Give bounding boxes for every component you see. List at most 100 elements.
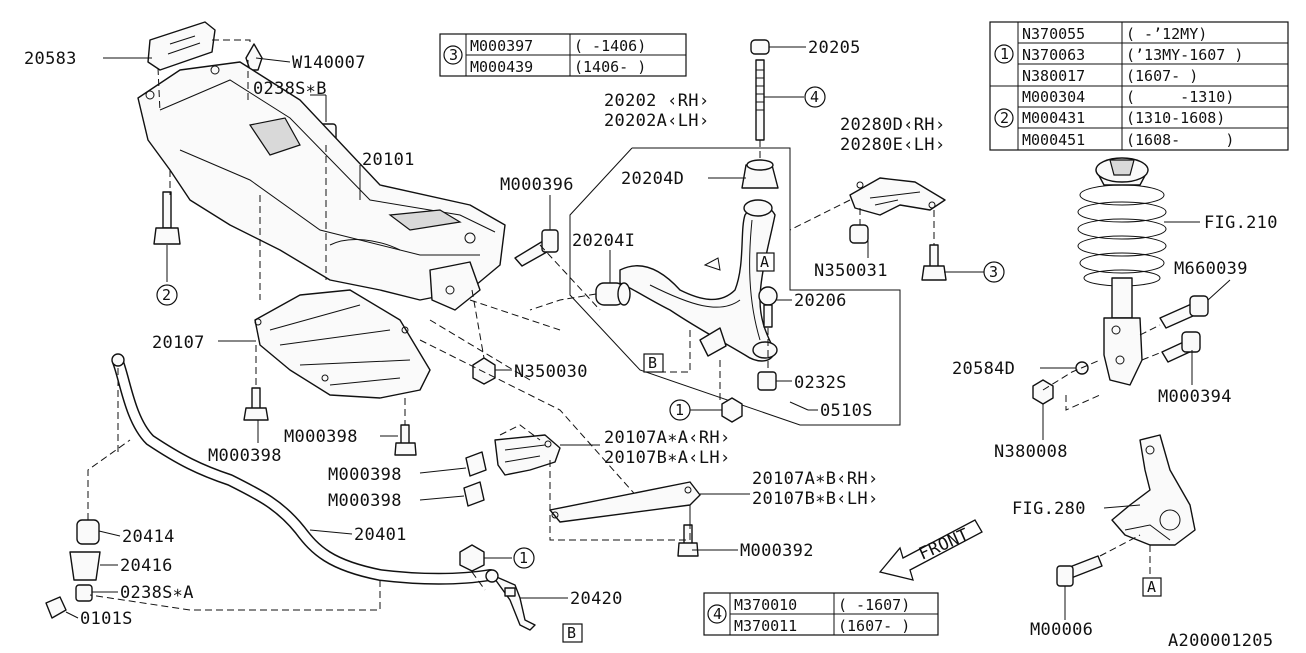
label-n380008: N380008 — [994, 442, 1068, 462]
label-20414: 20414 — [122, 527, 175, 547]
table-2-key: 2 — [1000, 109, 1009, 127]
label-0238sa: 0238S∗A — [120, 583, 194, 603]
lower-arm-group — [529, 39, 901, 426]
crossmember-group — [137, 21, 559, 456]
label-m000398-c: M000398 — [328, 465, 402, 485]
label-20107bb-lh: 20107B∗B‹LH› — [752, 489, 878, 509]
bolt-m000398-c — [465, 451, 487, 477]
bolt-0101s — [45, 596, 67, 619]
label-20280d: 20280D‹RH› — [840, 115, 945, 135]
label-20584d: 20584D — [952, 359, 1015, 379]
label-20206: 20206 — [794, 291, 847, 311]
nut-n350031 — [849, 224, 869, 244]
bolt-crossmember-left — [162, 191, 172, 229]
strut-group — [1032, 157, 1209, 587]
nut-0232s — [757, 371, 777, 391]
support-bracket-group — [789, 177, 947, 281]
table-1-row-3-part: N380017 — [1022, 67, 1085, 85]
table-3-row-1-part: M000397 — [470, 37, 533, 55]
table-4-key: 4 — [713, 605, 722, 623]
label-m000398-a: M000398 — [284, 427, 358, 447]
bolt-m000398-b — [394, 442, 417, 456]
label-20583: 20583 — [24, 49, 77, 69]
bracket-20416 — [69, 551, 101, 581]
label-fig210: FIG.210 — [1204, 213, 1278, 233]
label-drawing-id: A200001205 — [1168, 631, 1273, 651]
table-1-row-3-range: (1607- ) — [1126, 67, 1198, 85]
callout-4-text: 4 — [810, 88, 819, 106]
table-2-row-2-range: (1310-1608) — [1126, 109, 1225, 127]
callout-2-circle — [156, 284, 178, 306]
callout-1-text-b: 1 — [519, 549, 528, 567]
bushing-20414 — [76, 519, 100, 545]
bolt-m000398-d — [463, 481, 485, 507]
link-20420 — [491, 574, 536, 631]
nut-0238sa — [75, 584, 93, 602]
label-m000394: M000394 — [1158, 387, 1232, 407]
table-1-row-2-part: N370063 — [1022, 46, 1085, 64]
table-1-row-2-range: (’13MY-1607 ) — [1126, 46, 1243, 64]
table-3-row-2-range: (1406- ) — [574, 58, 646, 76]
table-4-row-1-part: M370010 — [734, 596, 797, 614]
bolt-3 — [921, 265, 947, 281]
callout-1-circle-b — [513, 547, 535, 569]
table-3-row-1-range: ( -1406) — [574, 37, 646, 55]
callout-1-circle-a — [669, 399, 691, 421]
brace-20107a-a — [494, 434, 561, 476]
table-1-2: 1 N370055 ( -’12MY) N370063 (’13MY-1607 … — [989, 21, 1289, 151]
leader-lines — [65, 46, 1231, 620]
table-2-row-2-part: M000431 — [1022, 109, 1085, 127]
ball-joint-20206 — [758, 286, 778, 306]
ref-b-text-1: B — [648, 354, 657, 372]
label-m000392: M000392 — [740, 541, 814, 561]
label-20420: 20420 — [570, 589, 623, 609]
nut-lower-arm — [721, 397, 743, 423]
nut-n380008 — [1032, 379, 1054, 405]
label-n350031: N350031 — [814, 261, 888, 281]
callout-3-circle — [983, 261, 1005, 283]
table-4-row-2-part: M370011 — [734, 617, 797, 635]
label-0101s: 0101S — [80, 609, 133, 629]
table-1-row-1-part: N370055 — [1022, 25, 1085, 43]
label-20202-rh: 20202 ‹RH› — [604, 91, 709, 111]
front-label: FRONT — [916, 525, 972, 565]
coil-spring — [1077, 184, 1167, 287]
label-20401: 20401 — [354, 525, 407, 545]
bolt-m000392 — [677, 542, 699, 557]
label-20107ba-lh: 20107B∗A‹LH› — [604, 448, 730, 468]
brace-20107a-b — [549, 481, 701, 523]
stabilizer-group — [45, 353, 536, 631]
bolt-4 — [755, 59, 765, 141]
label-20107aa-rh: 20107A∗A‹RH› — [604, 428, 730, 448]
lower-arm-20202 — [619, 204, 776, 362]
table-4-row-1-range: ( -1607) — [838, 596, 910, 614]
table-4-row-2-range: (1607- ) — [838, 617, 910, 635]
label-fig280: FIG.280 — [1012, 499, 1086, 519]
strut-bracket — [1103, 317, 1143, 386]
nut-20420-top — [459, 544, 485, 572]
plate-20107 — [254, 289, 431, 399]
callout-4-circle — [804, 86, 826, 108]
table-3-key: 3 — [449, 46, 458, 64]
table-1-key-circle — [994, 44, 1014, 64]
label-w140007: W140007 — [292, 53, 366, 73]
label-m000398-b: M000398 — [208, 446, 282, 466]
table-4: 4 M370010 ( -1607) M370011 (1607- ) — [703, 592, 939, 636]
label-0510s: 0510S — [820, 401, 873, 421]
front-arrow: FRONT — [878, 519, 983, 581]
ref-b-box-1 — [643, 353, 664, 373]
label-20205: 20205 — [808, 38, 861, 58]
table-3-key-circle — [443, 45, 463, 65]
brace-group — [463, 424, 701, 557]
ref-a-text-1: A — [760, 253, 769, 271]
label-20107: 20107 — [152, 333, 205, 353]
label-20280e: 20280E‹LH› — [840, 135, 945, 155]
reference-boxes: A B B A — [562, 252, 1162, 643]
ref-b-box-2 — [562, 623, 583, 643]
table-1-key: 1 — [1000, 45, 1009, 63]
label-m000398-d: M000398 — [328, 491, 402, 511]
part-labels: 20583 W140007 0238S∗B 20101 20107 N35003… — [24, 38, 1278, 651]
ref-a-box-1 — [756, 252, 775, 272]
bracket-20280 — [849, 177, 946, 216]
label-m000396: M000396 — [500, 175, 574, 195]
